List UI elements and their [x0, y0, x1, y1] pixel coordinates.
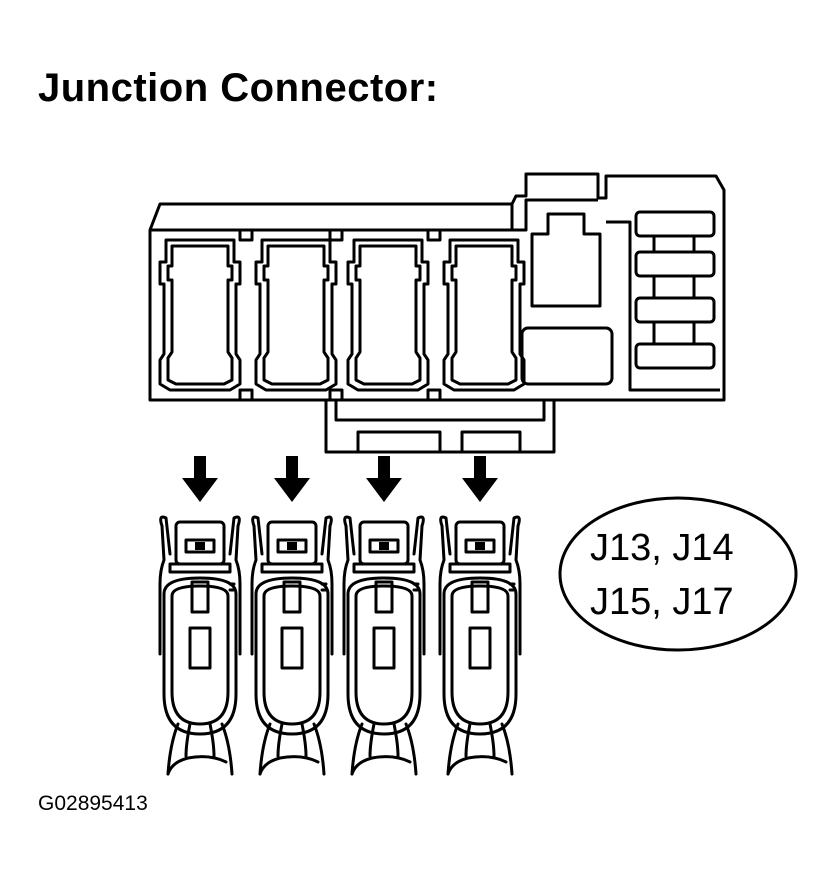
- down-arrow-icon: [366, 456, 402, 502]
- terminal-icon: [250, 515, 334, 776]
- terminal-icon: [158, 515, 242, 776]
- cavity-2: [254, 238, 338, 392]
- cavity-1: [158, 238, 242, 392]
- connector-code-line1: J13, J14: [590, 527, 734, 569]
- cavity-3: [346, 238, 430, 392]
- connector-housing: [148, 172, 726, 454]
- figure-id: G02895413: [38, 792, 148, 815]
- connector-code-ellipse: [558, 496, 798, 652]
- down-arrow-icon: [462, 456, 498, 502]
- key-slot: [520, 212, 614, 386]
- cavity-4: [442, 238, 526, 392]
- terminal-icon: [438, 515, 522, 776]
- latch-ladder: [634, 210, 716, 370]
- connector-code-line2: J15, J17: [590, 581, 734, 623]
- page-title: Junction Connector:: [38, 66, 439, 110]
- terminal-icon: [342, 515, 426, 776]
- down-arrow-icon: [274, 456, 310, 502]
- down-arrow-icon: [182, 456, 218, 502]
